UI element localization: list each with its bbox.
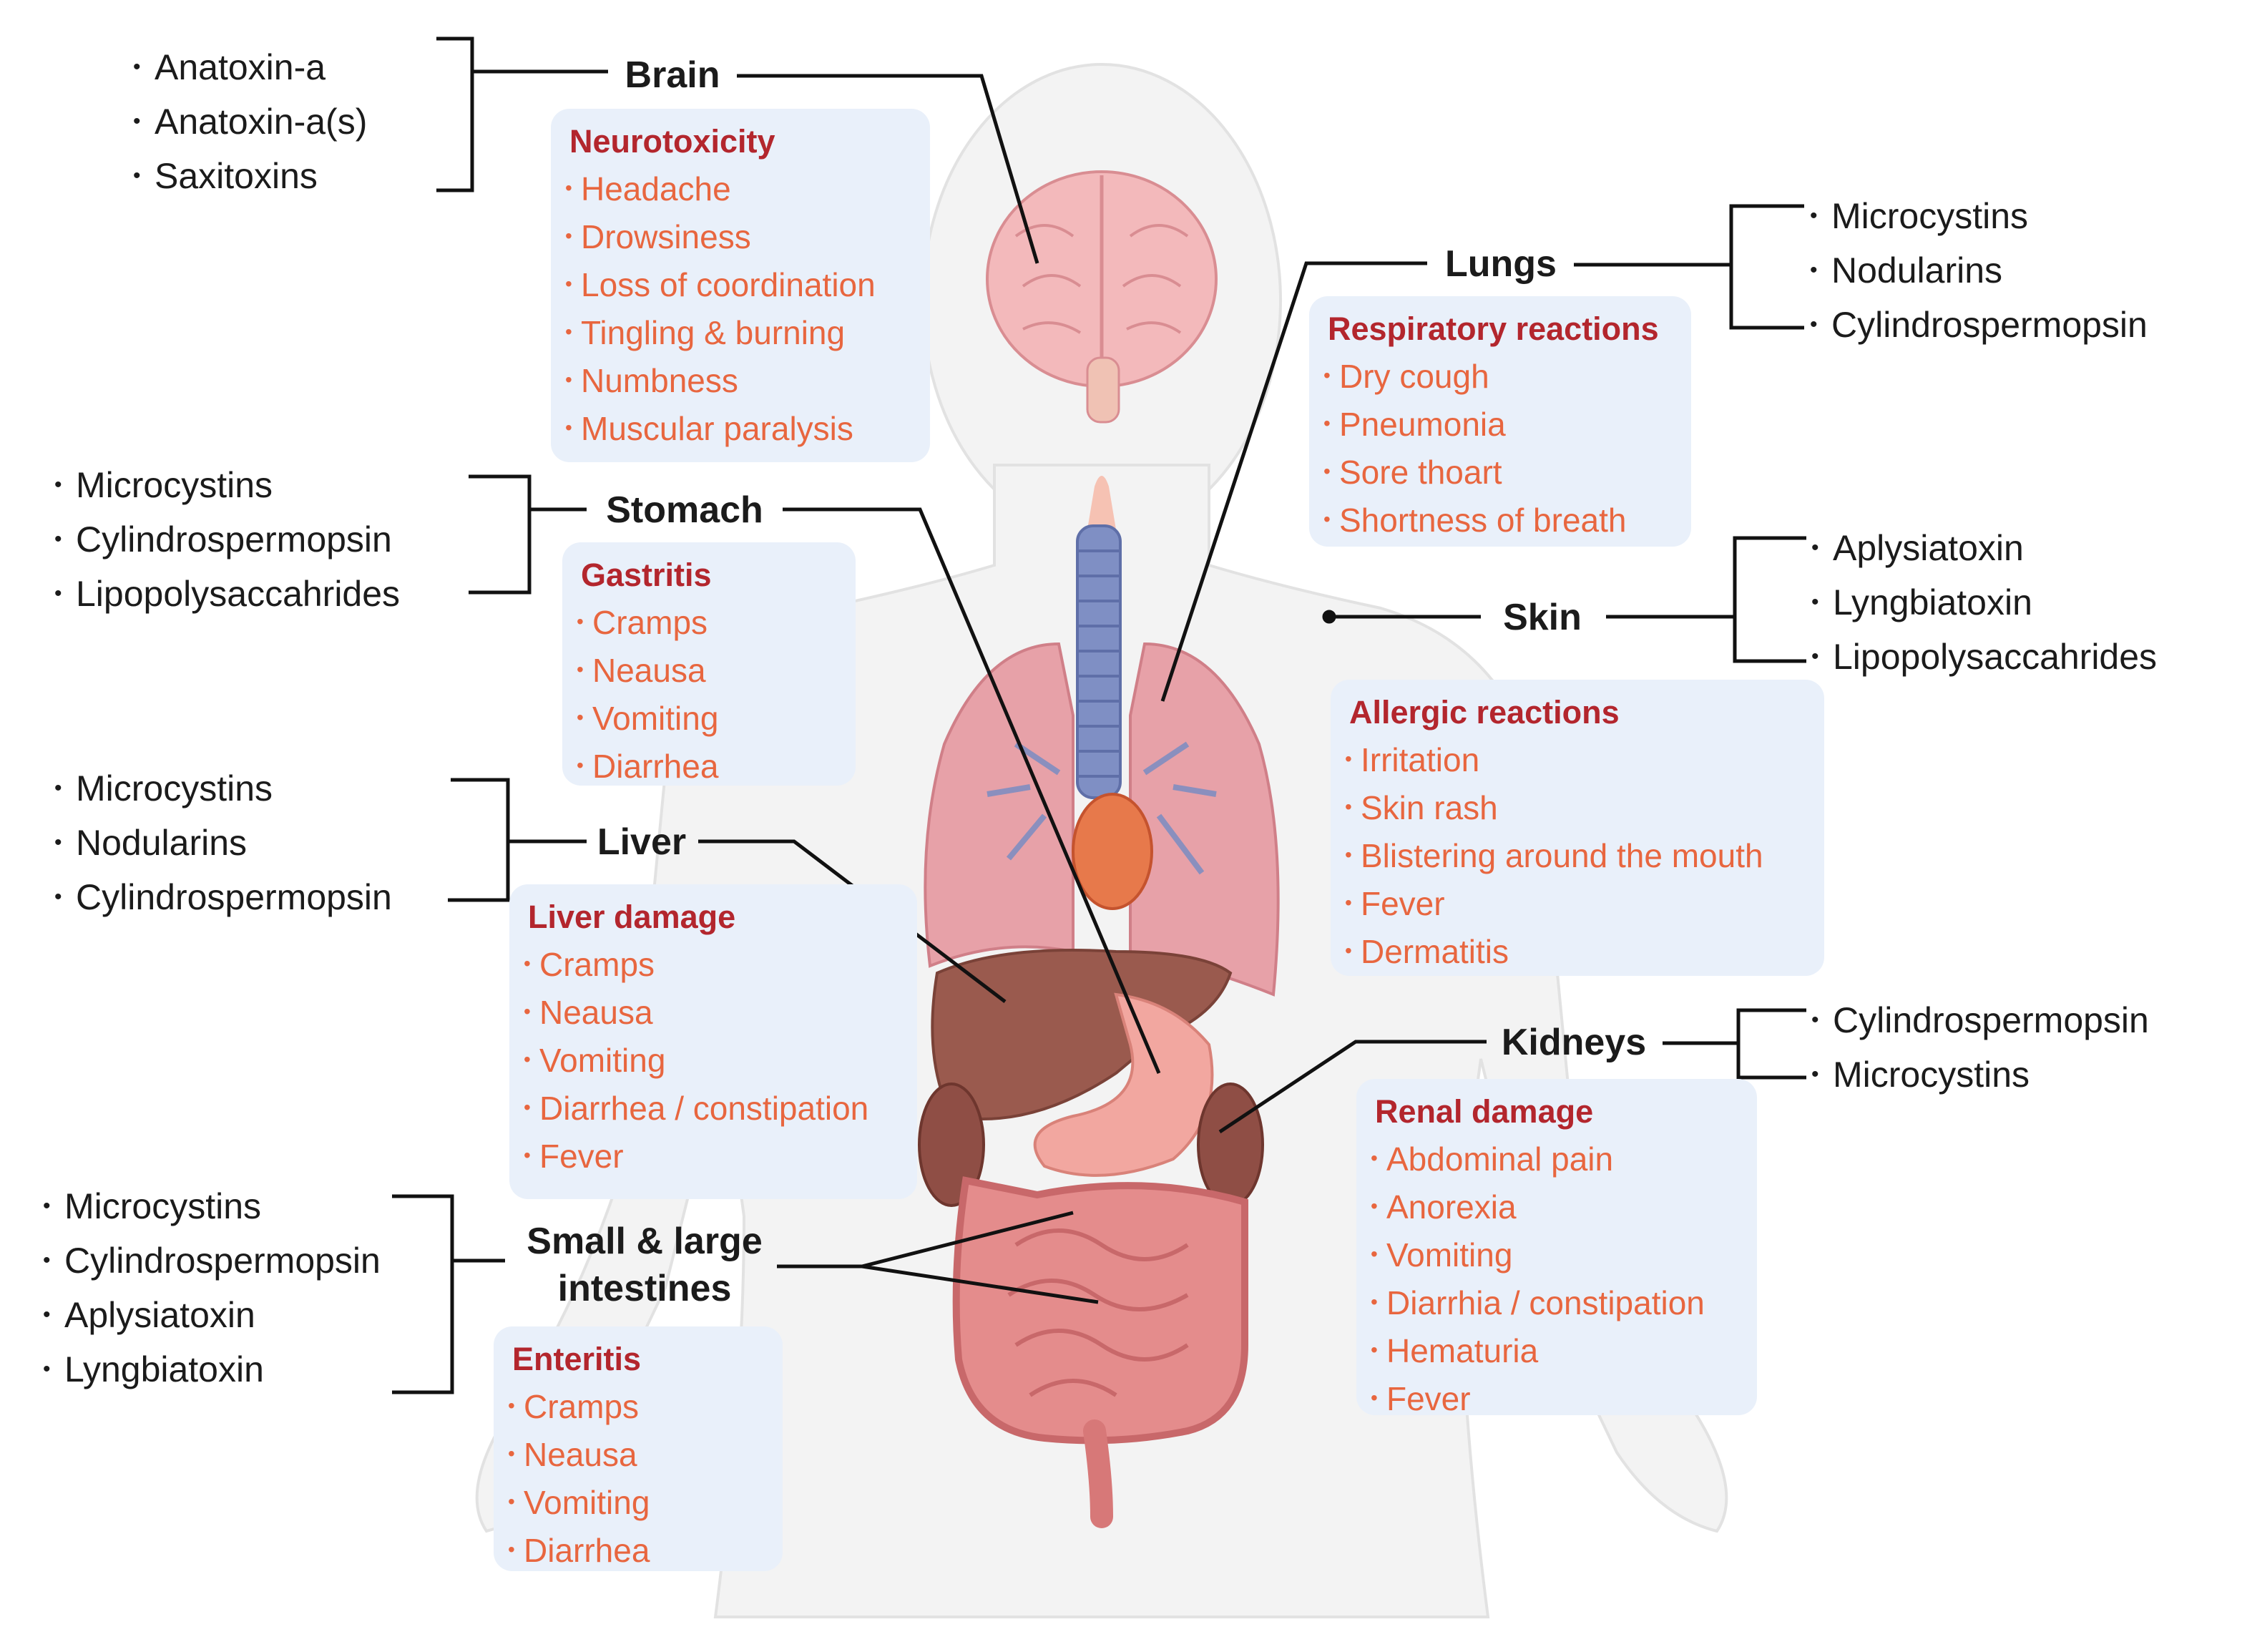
toxin-item: Aplysiatoxin (1811, 521, 2157, 575)
symptom-item: Diarrhia / constipation (1356, 1279, 1757, 1326)
symptom-item: Pneumonia (1309, 400, 1691, 448)
symptom-item: Cramps (494, 1382, 783, 1430)
toxin-item: Cylindrospermopsin (54, 512, 400, 567)
condition-title: Allergic reactions (1349, 694, 1620, 730)
toxin-item: Anatoxin-a(s) (133, 94, 367, 149)
symptom-item: Irritation (1331, 735, 1824, 783)
toxin-item: Microcystins (54, 458, 400, 512)
organ-label-skin: Skin (1503, 597, 1582, 638)
symptom-item: Diarrhea (494, 1526, 783, 1574)
symptom-item: Cramps (562, 598, 856, 646)
symptom-item: Sore thoart (1309, 448, 1691, 496)
symptom-panel-liver: Liver damage Cramps Neausa Vomiting Diar… (509, 884, 917, 1199)
organ-label-liver: Liver (597, 821, 687, 863)
symptom-item: Numbness (551, 356, 930, 404)
symptom-item: Vomiting (509, 1036, 917, 1084)
symptom-panel-lungs: Respiratory reactions Dry cough Pneumoni… (1309, 296, 1691, 547)
symptom-item: Fever (1356, 1374, 1757, 1422)
organ-label-line: Small & large (527, 1221, 763, 1262)
lungs-toxin-list: Microcystins Nodularins Cylindrospermops… (1810, 189, 2148, 352)
condition-title: Enteritis (512, 1341, 642, 1377)
symptom-item: Drowsiness (551, 212, 930, 260)
heart-illustration (1072, 793, 1153, 910)
symptom-item: Tingling & burning (551, 308, 930, 356)
organ-label-stomach: Stomach (606, 489, 763, 531)
toxin-item: Cylindrospermopsin (54, 870, 392, 924)
lungs-illustration (924, 642, 1280, 997)
stomach-illustration (1033, 992, 1214, 1177)
stomach-toxin-list: Microcystins Cylindrospermopsin Lipopoly… (54, 458, 400, 621)
symptom-item: Fever (509, 1132, 917, 1180)
toxin-item: Nodularins (54, 816, 392, 870)
symptom-item: Skin rash (1331, 783, 1824, 831)
brain-illustration (986, 170, 1218, 424)
organ-label-brain: Brain (625, 54, 720, 96)
symptom-item: Cramps (509, 940, 917, 988)
toxin-item: Lyngbiatoxin (1811, 575, 2157, 630)
symptom-item: Diarrhea (562, 742, 856, 790)
condition-title: Liver damage (528, 899, 736, 935)
symptom-item: Loss of coordination (551, 260, 930, 308)
condition-title: Neurotoxicity (569, 123, 775, 160)
symptom-item: Dry cough (1309, 352, 1691, 400)
liver-toxin-list: Microcystins Nodularins Cylindrospermops… (54, 761, 392, 924)
connector-lines (392, 36, 1806, 1394)
toxin-item: Saxitoxins (133, 149, 367, 203)
symptom-item: Blistering around the mouth (1331, 831, 1824, 879)
toxin-item: Anatoxin-a (133, 40, 367, 94)
toxin-item: Lipopolysaccahrides (1811, 630, 2157, 684)
symptom-item: Neausa (509, 988, 917, 1036)
brain-toxin-list: Anatoxin-a Anatoxin-a(s) Saxitoxins (133, 40, 367, 203)
condition-title: Renal damage (1375, 1093, 1594, 1130)
symptom-item: Hematuria (1356, 1326, 1757, 1374)
toxin-item: Nodularins (1810, 243, 2148, 298)
symptom-item: Neausa (494, 1430, 783, 1478)
symptom-item: Abdominal pain (1356, 1135, 1757, 1183)
condition-title: Respiratory reactions (1328, 311, 1659, 347)
kidneys-toxin-list: Cylindrospermopsin Microcystins (1811, 993, 2149, 1102)
symptom-item: Vomiting (494, 1478, 783, 1526)
symptom-panel-stomach: Gastritis Cramps Neausa Vomiting Diarrhe… (562, 542, 856, 786)
symptom-item: Vomiting (1356, 1231, 1757, 1279)
toxin-item: Microcystins (1810, 189, 2148, 243)
symptom-panel-skin: Allergic reactions Irritation Skin rash … (1331, 680, 1824, 976)
organ-label-lungs: Lungs (1445, 243, 1557, 285)
intestines-toxin-list: Microcystins Cylindrospermopsin Aplysiat… (43, 1179, 381, 1397)
symptom-item: Headache (551, 165, 930, 212)
toxin-item: Aplysiatoxin (43, 1288, 381, 1342)
organ-label-kidneys: Kidneys (1501, 1022, 1647, 1063)
toxin-item: Lyngbiatoxin (43, 1342, 381, 1397)
symptom-item: Neausa (562, 646, 856, 694)
toxin-item: Lipopolysaccahrides (54, 567, 400, 621)
trachea-illustration (1076, 476, 1122, 799)
toxin-item: Microcystins (1811, 1047, 2149, 1102)
skin-toxin-list: Aplysiatoxin Lyngbiatoxin Lipopolysaccah… (1811, 521, 2157, 684)
symptom-panel-kidneys: Renal damage Abdominal pain Anorexia Vom… (1356, 1079, 1757, 1417)
organ-label-intestines: Small & large intestines (512, 1218, 777, 1312)
symptom-item: Fever (1331, 879, 1824, 927)
symptom-item: Dermatitis (1331, 927, 1824, 975)
symptom-item: Vomiting (562, 694, 856, 742)
toxin-item: Cylindrospermopsin (1810, 298, 2148, 352)
symptom-item: Muscular paralysis (551, 404, 930, 452)
toxin-item: Microcystins (43, 1179, 381, 1233)
symptom-item: Diarrhea / constipation (509, 1084, 917, 1132)
intestines-illustration (952, 1176, 1248, 1528)
condition-title: Gastritis (581, 557, 712, 593)
organ-label-line: intestines (557, 1268, 732, 1309)
toxin-item: Cylindrospermopsin (43, 1233, 381, 1288)
toxin-item: Cylindrospermopsin (1811, 993, 2149, 1047)
toxin-item: Microcystins (54, 761, 392, 816)
symptom-item: Shortness of breath (1309, 496, 1691, 544)
symptom-panel-intestines: Enteritis Cramps Neausa Vomiting Diarrhe… (494, 1326, 783, 1571)
symptom-item: Anorexia (1356, 1183, 1757, 1231)
symptom-panel-brain: Neurotoxicity Headache Drowsiness Loss o… (551, 109, 930, 462)
